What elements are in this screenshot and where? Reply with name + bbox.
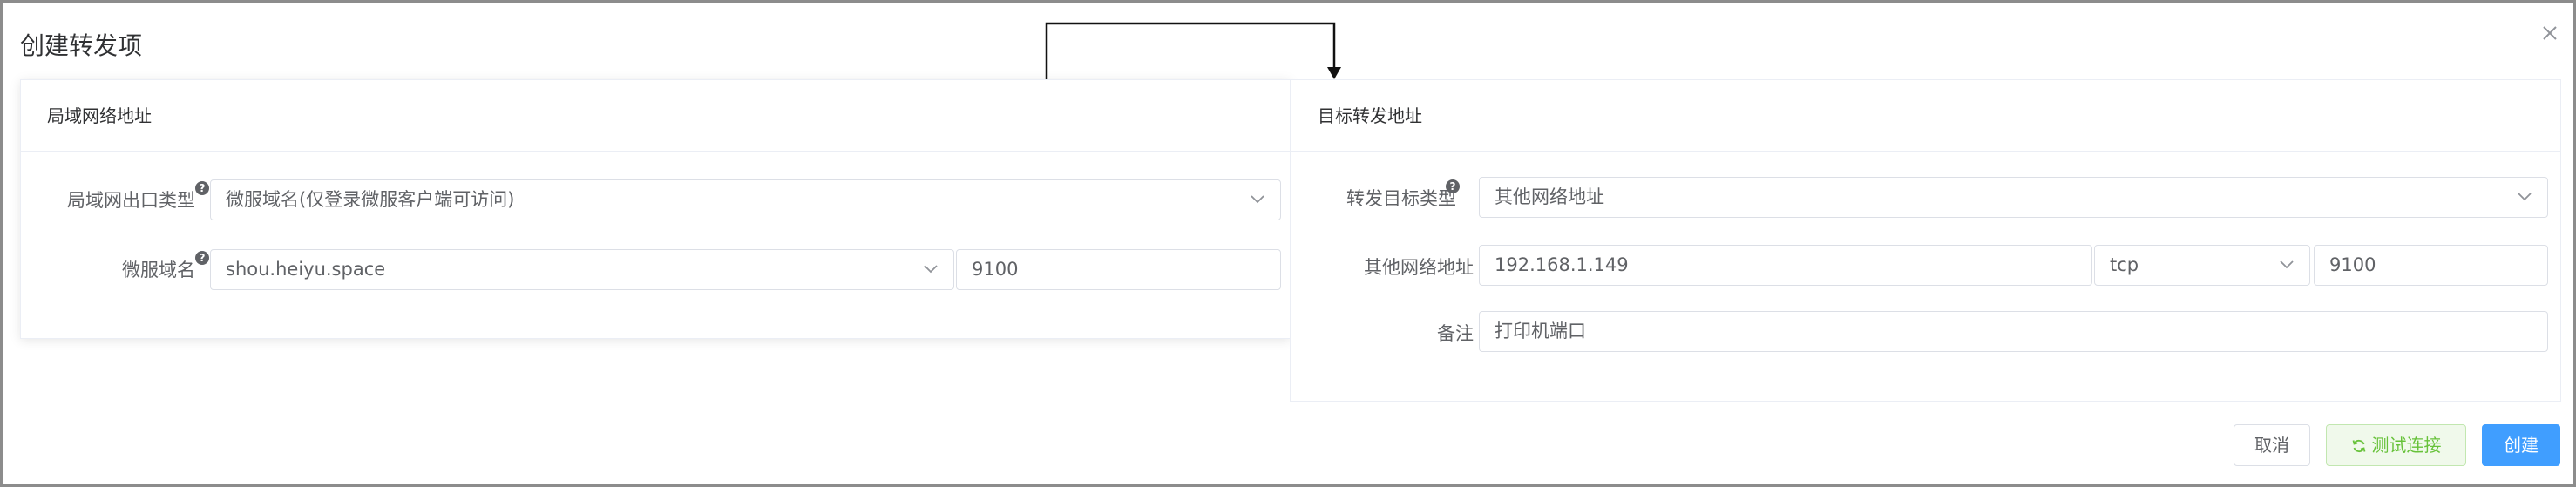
exit-type-select[interactable]: 微服域名(仅登录微服客户端可访问) [210, 179, 1281, 220]
target-address-header: 目标转发地址 [1291, 80, 2560, 152]
ip-address-value: 192.168.1.149 [1495, 254, 1629, 275]
lan-address-card: 局域网络地址 局域网出口类型 ? 微服域名(仅登录微服客户端可访问) 微服域名 … [20, 79, 1291, 339]
target-type-value: 其他网络地址 [1495, 186, 1604, 207]
help-icon[interactable]: ? [195, 251, 209, 265]
connector-arrow [1045, 22, 1341, 79]
test-connection-button[interactable]: 测试连接 [2326, 424, 2466, 466]
target-address-card: 目标转发地址 转发目标类型 ? 其他网络地址 其他网络地址 192.168.1.… [1290, 79, 2561, 402]
close-icon[interactable] [2539, 22, 2561, 44]
note-input[interactable]: 打印机端口 [1479, 311, 2548, 352]
cancel-button[interactable]: 取消 [2234, 424, 2310, 466]
chevron-down-icon [2280, 260, 2294, 269]
protocol-select[interactable]: tcp [2094, 245, 2310, 286]
chevron-down-icon [2518, 193, 2532, 201]
note-label: 备注 [1437, 323, 1474, 344]
domain-label: 微服域名 [122, 260, 195, 281]
exit-type-label: 局域网出口类型 [67, 190, 195, 211]
target-port-input[interactable]: 9100 [2314, 245, 2548, 286]
target-type-select[interactable]: 其他网络地址 [1479, 177, 2548, 218]
exit-type-value: 微服域名(仅登录微服客户端可访问) [226, 189, 515, 210]
ip-address-input[interactable]: 192.168.1.149 [1479, 245, 2092, 286]
lan-address-header: 局域网络地址 [21, 80, 1290, 152]
dialog-title: 创建转发项 [20, 31, 143, 60]
chevron-down-icon [1251, 195, 1264, 204]
protocol-value: tcp [2110, 254, 2139, 275]
refresh-icon [2352, 439, 2365, 453]
target-type-label: 转发目标类型 [1346, 188, 1456, 209]
domain-value: shou.heiyu.space [226, 259, 386, 280]
note-value: 打印机端口 [1495, 321, 1586, 342]
help-icon[interactable]: ? [1446, 179, 1460, 193]
domain-port-input[interactable]: 9100 [956, 249, 1281, 290]
other-address-label: 其他网络地址 [1364, 257, 1474, 278]
test-connection-label: 测试连接 [2371, 435, 2442, 456]
chevron-down-icon [924, 265, 938, 274]
target-port-value: 9100 [2329, 254, 2376, 275]
domain-select[interactable]: shou.heiyu.space [210, 249, 954, 290]
domain-port-value: 9100 [972, 259, 1019, 280]
create-button[interactable]: 创建 [2482, 424, 2560, 466]
help-icon[interactable]: ? [195, 181, 209, 195]
